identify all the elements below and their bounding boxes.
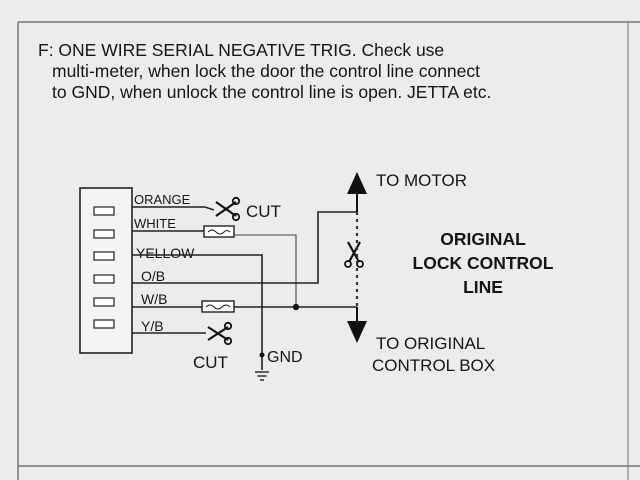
wire-label-yb: Y/B (141, 318, 164, 334)
wire-label-yellow: YELLOW (136, 245, 195, 261)
instruction-line-3: to GND, when unlock the control line is … (52, 82, 492, 102)
fuse-white-element (207, 229, 231, 235)
to-motor-label: TO MOTOR (376, 171, 467, 190)
connector-pin-4 (93, 274, 115, 284)
arrow-down-icon (347, 321, 367, 343)
arrow-up-icon (347, 172, 367, 194)
junction-dot (292, 303, 300, 311)
scissors-icon-top (215, 196, 241, 222)
instruction-text: F: ONE WIRE SERIAL NEGATIVE TRIG. Check … (38, 40, 638, 103)
scissors-icon-vertical (344, 241, 364, 268)
wire-label-white: WHITE (134, 216, 176, 231)
connector-pins (93, 206, 115, 329)
wire-label-ob: O/B (141, 268, 165, 284)
control-box-label: CONTROL BOX (372, 356, 495, 375)
wire-ob (132, 211, 357, 284)
gnd-label: GND (267, 349, 303, 366)
scissors-icon-bottom (207, 321, 233, 346)
original-label-3: LINE (463, 277, 503, 297)
instruction-line-2: multi-meter, when lock the door the cont… (52, 61, 480, 81)
fuse-wb-element (205, 304, 231, 310)
original-label-1: ORIGINAL (440, 229, 526, 249)
instruction-line-1: F: ONE WIRE SERIAL NEGATIVE TRIG. Check … (38, 40, 445, 60)
original-label-2: LOCK CONTROL (413, 253, 554, 273)
wire-orange (132, 206, 215, 211)
connector-pin-1 (93, 206, 115, 216)
connector-pin-5 (93, 297, 115, 307)
wire-yellow (132, 254, 263, 370)
wire-label-orange: ORANGE (134, 192, 191, 207)
ground-icon (255, 371, 269, 381)
connector-pin-6 (93, 319, 115, 329)
cut-label-bottom: CUT (193, 353, 228, 372)
gnd-node-dot (259, 352, 265, 358)
wire-label-wb: W/B (141, 291, 167, 307)
cut-label-top: CUT (246, 202, 281, 221)
to-original-label: TO ORIGINAL (376, 334, 485, 353)
fuse-white (203, 225, 235, 238)
wire-white-continuation (234, 234, 297, 308)
connector-pin-3 (93, 251, 115, 261)
connector-pin-2 (93, 229, 115, 239)
